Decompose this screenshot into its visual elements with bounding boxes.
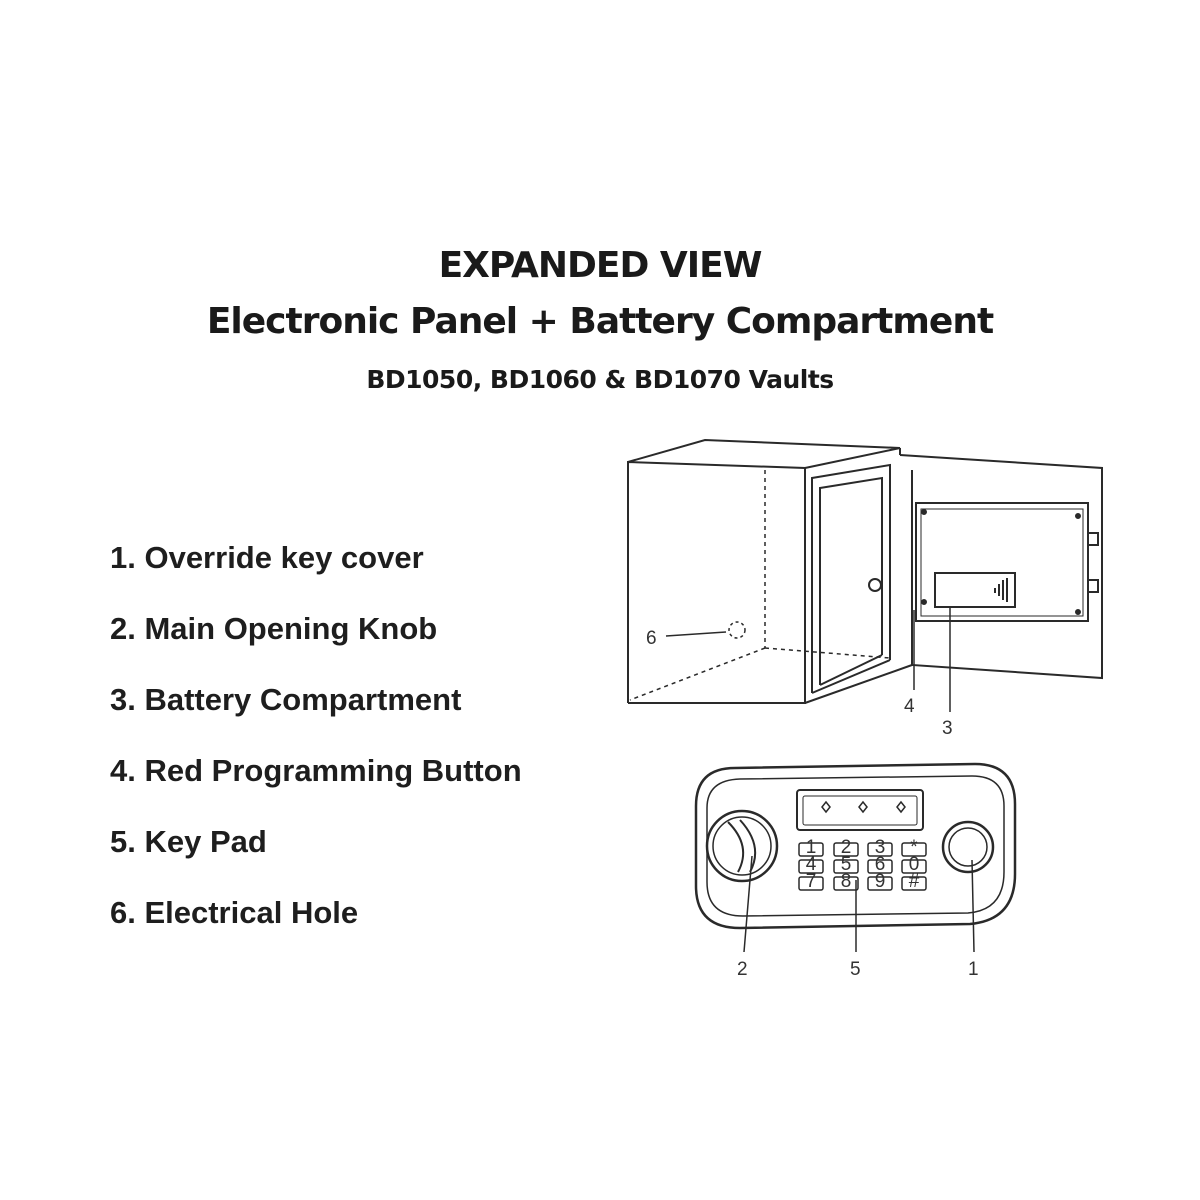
safe-body (627, 438, 913, 704)
callout-1: 1 (968, 959, 979, 980)
main-opening-knob-icon (705, 809, 779, 883)
override-key-cover-icon (941, 820, 995, 874)
key-label: 1 (806, 837, 817, 858)
callout-leader-2 (743, 855, 753, 953)
legend-item-battery-compartment: 3. Battery Compartment (110, 682, 462, 717)
legend-item-electrical-hole: 6. Electrical Hole (110, 895, 359, 930)
legend-item-red-programming-button: 4. Red Programming Button (110, 753, 522, 788)
callout-leader-6 (665, 631, 727, 637)
key-label: 8 (841, 871, 852, 892)
electrical-hole-icon (728, 621, 746, 639)
subtitle: Electronic Panel + Battery Compartment (206, 301, 994, 342)
callout-leader-1 (971, 859, 975, 953)
callout-5: 5 (850, 959, 861, 980)
key-label: 4 (806, 854, 817, 875)
legend-item-main-opening-knob: 2. Main Opening Knob (110, 611, 438, 646)
key-label: 0 (909, 854, 920, 875)
key-pad: 1 2 3 * 4 5 6 0 7 8 9 # (798, 837, 927, 892)
key-label: # (909, 871, 920, 892)
callout-2: 2 (737, 959, 748, 980)
callout-3: 3 (942, 718, 953, 739)
model-line: BD1050, BD1060 & BD1070 Vaults (366, 365, 834, 394)
key-label: 5 (841, 854, 852, 875)
callout-6: 6 (646, 628, 657, 649)
key-label: 6 (875, 854, 886, 875)
safe-door (899, 454, 1103, 680)
key-label: * (910, 837, 918, 858)
electronic-panel: 1 2 3 * 4 5 6 0 7 8 9 # (694, 762, 1017, 953)
key-label: 2 (841, 837, 852, 858)
callout-4: 4 (904, 696, 915, 717)
key-label: 7 (806, 871, 817, 892)
title-block: EXPANDED VIEW Electronic Panel + Battery… (0, 238, 1200, 410)
legend-item-override-key-cover: 1. Override key cover (110, 540, 424, 575)
key-label: 9 (875, 871, 886, 892)
parts-legend: 1. Override key cover 2. Main Opening Kn… (110, 536, 522, 962)
legend-item-key-pad: 5. Key Pad (110, 824, 267, 859)
main-title: EXPANDED VIEW (438, 245, 763, 286)
key-label: 3 (875, 837, 886, 858)
